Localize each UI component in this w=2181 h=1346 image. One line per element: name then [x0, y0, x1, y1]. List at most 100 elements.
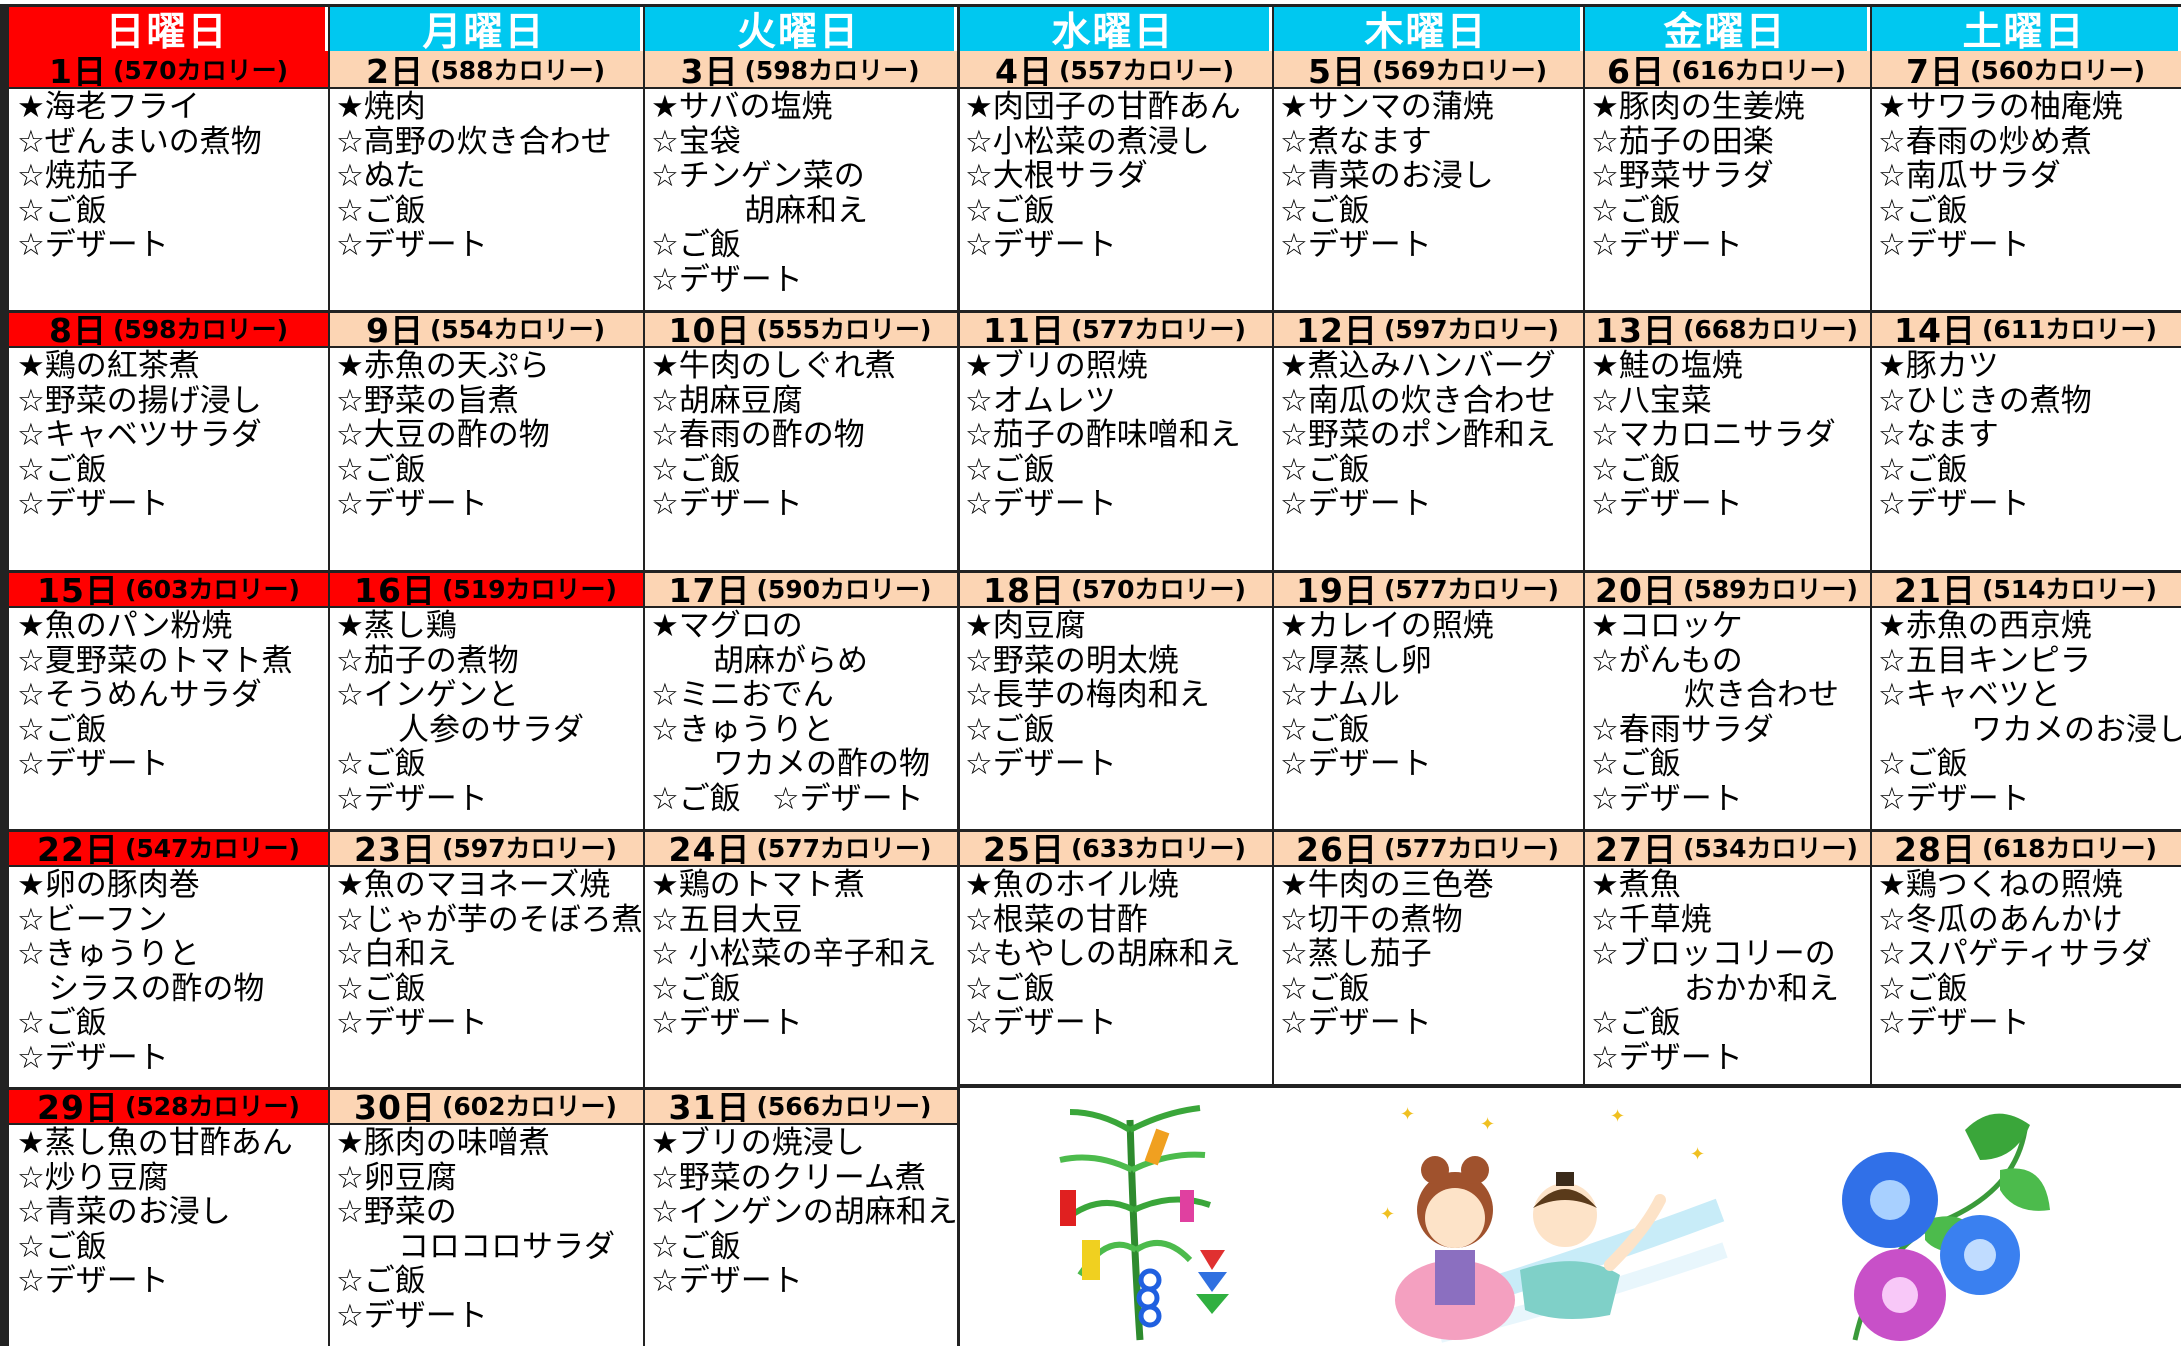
- side-dish: ☆宝袋: [651, 123, 741, 160]
- date-number: 19日: [1296, 571, 1378, 608]
- main-dish: ★豚肉の味噌煮: [336, 1126, 550, 1161]
- side-dish: ☆デザート: [651, 486, 803, 523]
- side-dish: ☆野菜の明太焼: [965, 642, 1179, 679]
- weekday-header: 日曜日: [9, 7, 328, 55]
- date-number: 12日: [1296, 311, 1378, 348]
- menu-list: ★サバの塩焼☆宝袋☆チンゲン菜の 胡麻和え☆ご飯☆デザート: [643, 90, 957, 309]
- side-dish: ☆茄子の酢味噌和え: [965, 417, 1241, 454]
- main-dish: ★蒸し魚の甘酢あん: [17, 1126, 293, 1161]
- date-header: 8日(598カロリー): [9, 310, 328, 348]
- star-sparkle: ✦: [1610, 1106, 1625, 1127]
- side-dish: ☆デザート: [1280, 227, 1432, 264]
- menu-list: ★肉豆腐☆野菜の明太焼☆長芋の梅肉和え☆ご飯☆デザート: [957, 609, 1272, 828]
- date-number: 28日: [1894, 830, 1976, 867]
- date-number: 13日: [1595, 311, 1677, 348]
- side-dish: ☆ナムル: [1280, 677, 1400, 714]
- side-dish: ☆ご飯: [1280, 970, 1370, 1007]
- side-dish: ☆デザート: [1591, 227, 1743, 264]
- side-dish: ☆野菜サラダ: [1591, 158, 1774, 195]
- date-header: 27日(534カロリー): [1583, 829, 1870, 867]
- date-header: 23日(597カロリー): [328, 829, 643, 867]
- side-dish: コロコロサラダ: [336, 1228, 615, 1265]
- side-dish: ☆南瓜の炊き合わせ: [1280, 382, 1556, 419]
- side-dish: ☆青菜のお浸し: [1280, 158, 1494, 195]
- side-dish: ☆胡麻豆腐: [651, 382, 803, 419]
- calorie-count: (603カロリー): [124, 575, 300, 604]
- tanabata-bamboo-illustration: [1059, 1105, 1229, 1341]
- calorie-count: (616カロリー): [1670, 56, 1846, 85]
- star-sparkle: ✦: [1380, 1204, 1395, 1225]
- menu-list: ★赤魚の天ぷら☆野菜の旨煮☆大豆の酢の物☆ご飯☆デザート: [328, 349, 643, 569]
- date-header: 30日(602カロリー): [328, 1087, 643, 1125]
- side-dish: ☆デザート: [17, 486, 169, 523]
- side-dish: おかか和え: [1591, 970, 1839, 1007]
- date-number: 7日: [1905, 52, 1964, 89]
- menu-list: ★肉団子の甘酢あん☆小松菜の煮浸し☆大根サラダ☆ご飯☆デザート: [957, 90, 1272, 309]
- side-dish: ☆青菜のお浸し: [17, 1194, 231, 1231]
- date-header: 29日(528カロリー): [9, 1087, 328, 1125]
- side-dish: ワカメの酢の物: [651, 746, 930, 783]
- main-dish: ★サバの塩焼: [651, 90, 833, 125]
- bamboo-stalk: [1126, 1119, 1144, 1341]
- side-dish: ☆デザート: [965, 746, 1117, 783]
- side-dish: ☆冬瓜のあんかけ: [1878, 901, 2123, 938]
- side-dish: ☆ご飯: [17, 192, 107, 229]
- side-dish: ☆キャベツサラダ: [17, 417, 262, 454]
- side-dish: ☆卵豆腐: [336, 1159, 457, 1196]
- side-dish: ☆ご飯: [1878, 192, 1968, 229]
- date-header: 14日(611カロリー): [1870, 310, 2181, 348]
- date-number: 6日: [1606, 52, 1665, 89]
- side-dish: ☆ビーフン: [17, 901, 168, 938]
- date-number: 17日: [668, 571, 751, 608]
- date-number: 4日: [994, 52, 1053, 89]
- calorie-count: (566カロリー): [756, 1092, 932, 1121]
- side-dish: 人参のサラダ: [336, 711, 584, 748]
- grid-line: [957, 4, 960, 1346]
- main-dish: ★ブリの焼浸し: [651, 1126, 865, 1161]
- menu-list: ★魚のパン粉焼☆夏野菜のトマト煮☆そうめんサラダ☆ご飯☆デザート: [9, 609, 328, 828]
- ring-chain: [1136, 1286, 1160, 1310]
- side-dish: ☆ご飯: [651, 451, 741, 488]
- menu-list: ★魚のマヨネーズ焼☆じゃが芋のそぼろ煮☆白和え☆ご飯☆デザート: [328, 868, 643, 1086]
- date-header: 9日(554カロリー): [328, 310, 643, 348]
- side-dish: ☆ご飯: [336, 1263, 426, 1300]
- side-dish: ☆ご飯: [1280, 192, 1370, 229]
- main-dish: ★焼肉: [336, 90, 426, 125]
- side-dish: 胡麻がらめ: [651, 642, 868, 679]
- side-dish: ☆小松菜の煮浸し: [965, 123, 1210, 160]
- side-dish: ☆大根サラダ: [965, 158, 1148, 195]
- side-dish: ☆ご飯: [336, 970, 426, 1007]
- weekday-header: 月曜日: [328, 7, 643, 55]
- side-dish: ☆ご飯 ☆デザート: [651, 780, 924, 817]
- calorie-count: (618カロリー): [1981, 834, 2157, 863]
- date-header: 26日(577カロリー): [1272, 829, 1583, 867]
- main-dish: ★蒸し鶏: [336, 609, 457, 644]
- side-dish: ☆きゅうりと: [651, 711, 834, 748]
- main-dish: ★魚のホイル焼: [965, 868, 1179, 903]
- main-dish: ★サンマの蒲焼: [1280, 90, 1494, 125]
- date-number: 9日: [365, 311, 424, 348]
- side-dish: ☆インゲンの胡麻和え: [651, 1194, 957, 1231]
- date-number: 2日: [365, 52, 424, 89]
- ring-chain: [1138, 1304, 1162, 1328]
- bamboo-leaf: [1059, 1154, 1134, 1173]
- grid-line: [328, 4, 330, 1346]
- side-dish: ☆きゅうりと: [17, 936, 200, 973]
- tanzaku-yellow: [1082, 1240, 1100, 1280]
- calorie-count: (547カロリー): [124, 834, 300, 863]
- date-number: 10日: [668, 311, 751, 348]
- date-number: 21日: [1894, 571, 1976, 608]
- main-dish: ★赤魚の西京焼: [1878, 609, 2092, 644]
- side-dish: ☆デザート: [1878, 1005, 2030, 1042]
- date-number: 26日: [1296, 830, 1378, 867]
- side-dish: ☆根菜の甘酢: [965, 901, 1148, 938]
- bamboo-leaf: [1134, 1240, 1193, 1263]
- main-dish: ★豚肉の生姜焼: [1591, 90, 1805, 125]
- date-header: 1日(570カロリー): [9, 51, 328, 89]
- menu-list: ★豚カツ☆ひじきの煮物☆なます☆ご飯☆デザート: [1870, 349, 2181, 569]
- main-dish: ★牛肉のしぐれ煮: [651, 349, 896, 384]
- side-dish: ☆千草焼: [1591, 901, 1712, 938]
- side-dish: ☆野菜の: [336, 1194, 457, 1231]
- side-dish: ☆ご飯: [336, 192, 426, 229]
